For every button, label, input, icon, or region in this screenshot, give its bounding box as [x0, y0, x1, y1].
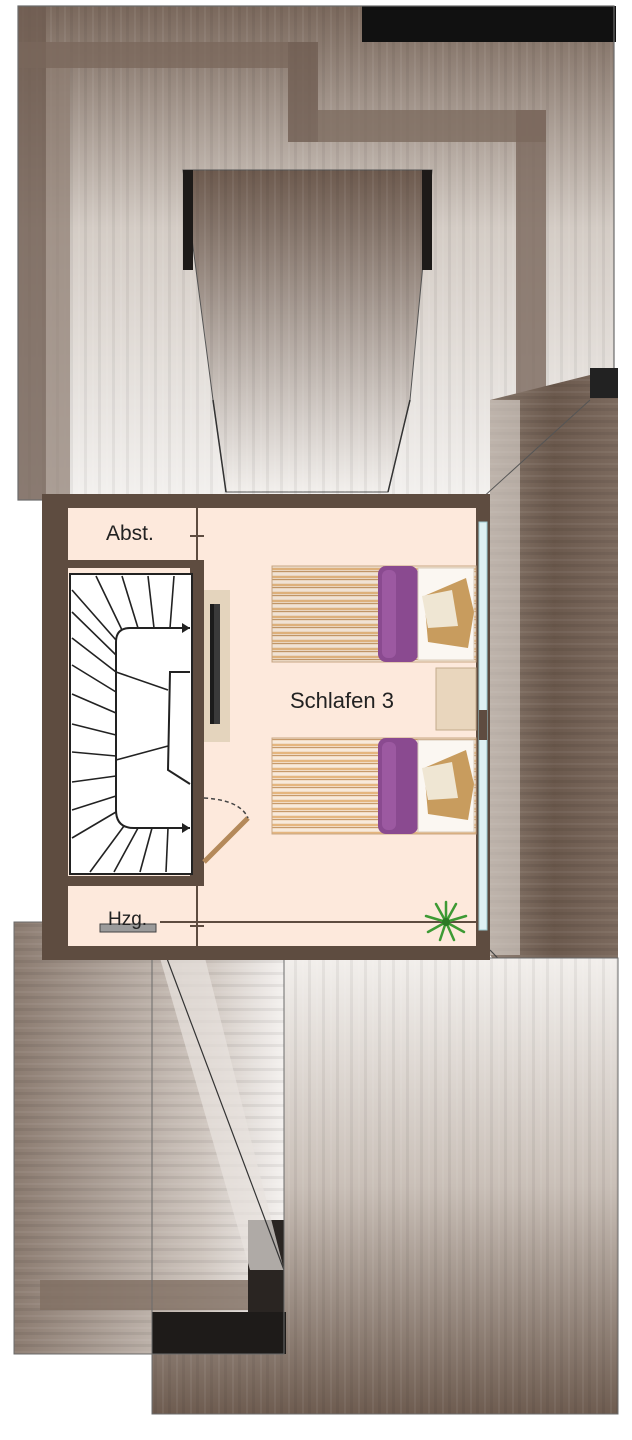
room-label-bedroom: Schlafen 3 — [290, 688, 394, 713]
door-icon — [202, 797, 250, 864]
bed-icon — [271, 565, 477, 663]
roof-bottom — [13, 921, 619, 1415]
roof-top — [17, 5, 616, 501]
heating-unit — [99, 923, 157, 933]
bed-icon — [271, 737, 477, 835]
staircase-icon — [69, 573, 193, 875]
roof-right-slope — [479, 368, 618, 1090]
tv-icon — [204, 590, 230, 742]
room-label-heating: Hzg. — [108, 909, 148, 930]
nightstand — [435, 667, 477, 731]
plant-icon — [424, 900, 468, 942]
room-label-storage: Abst. — [106, 522, 154, 545]
